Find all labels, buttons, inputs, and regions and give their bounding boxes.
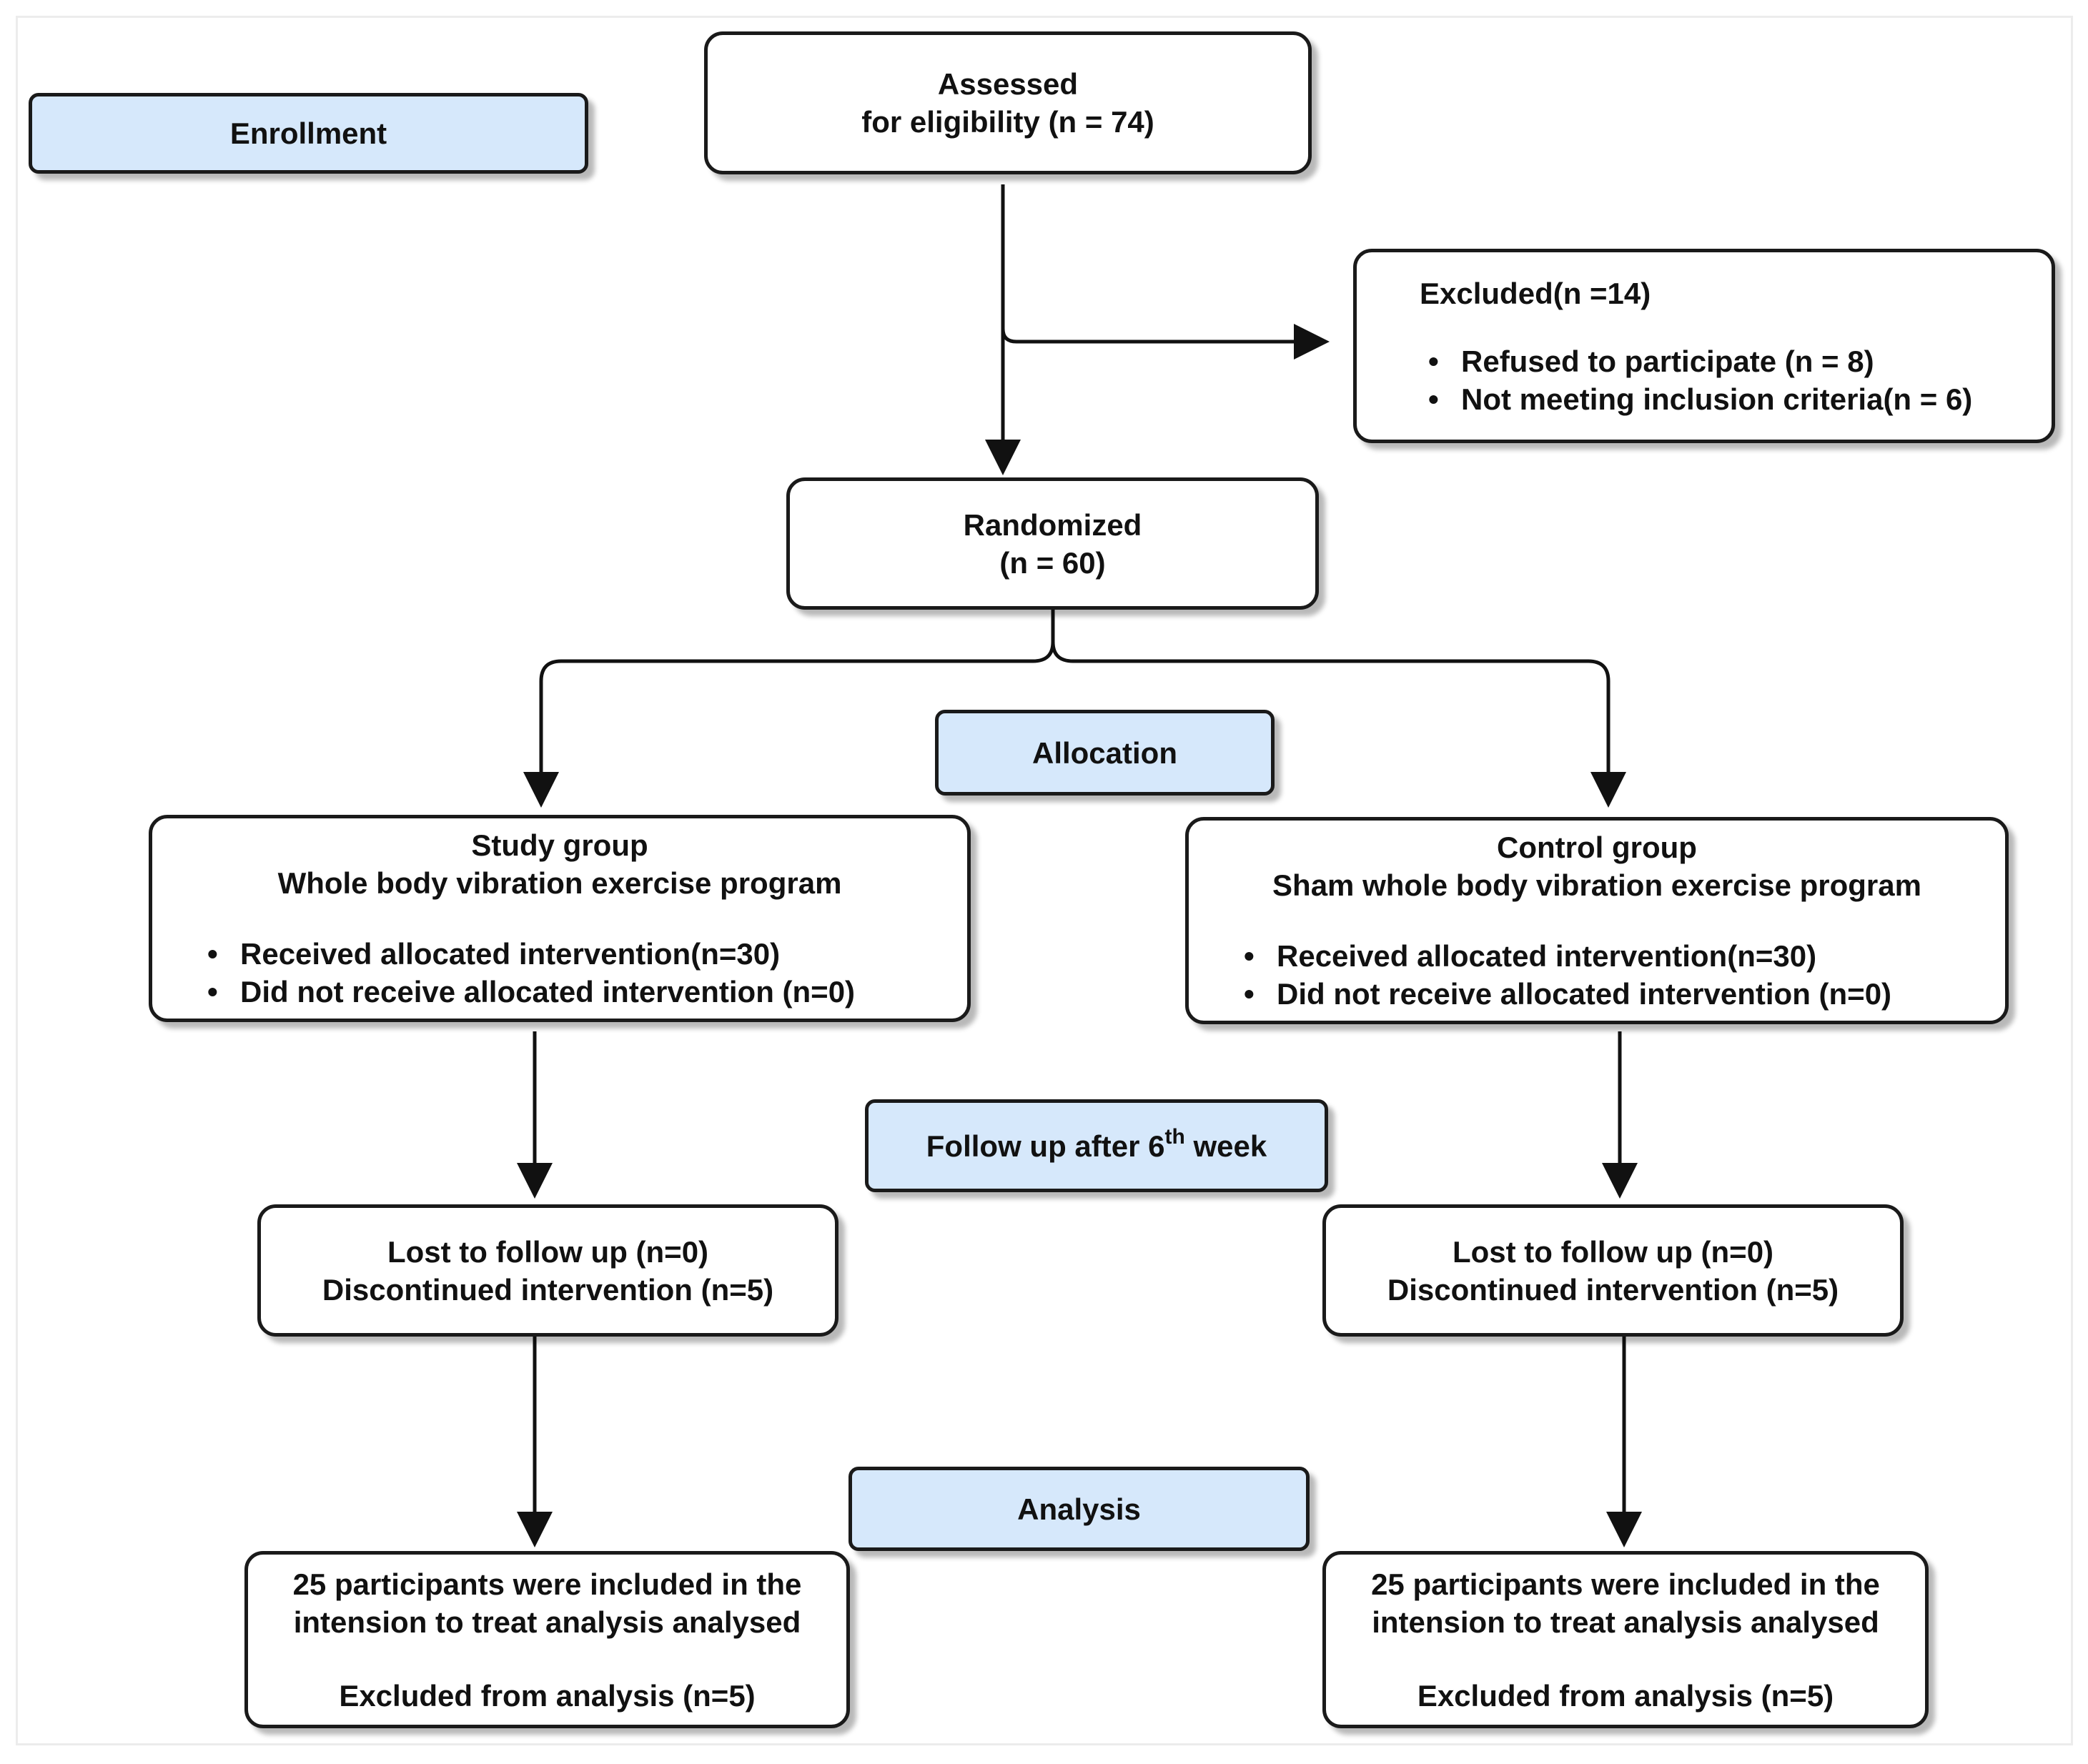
included-in-analysis: 25 participants were included in the xyxy=(292,1567,802,1601)
assessed-count: for eligibility (n = 74) xyxy=(861,105,1154,139)
randomized-stem xyxy=(523,609,1055,808)
assessed-box: Assessed for eligibility (n = 74) xyxy=(704,31,1312,174)
study-group-item: Received allocated intervention(n=30) xyxy=(199,935,855,973)
stage-label: Analysis xyxy=(1017,1492,1141,1526)
stage-label: Follow up after 6th week xyxy=(926,1124,1267,1165)
assessed-title: Assessed xyxy=(937,67,1079,101)
stage-allocation: Allocation xyxy=(935,710,1275,796)
excluded-box: Excluded(n =14) Refused to participate (… xyxy=(1353,249,2055,443)
stage-follow-up: Follow up after 6th week xyxy=(865,1099,1328,1192)
randomized-title: Randomized xyxy=(963,507,1142,542)
stage-label-prefix: Follow up after 6 xyxy=(926,1129,1165,1163)
control-followup-box: Lost to follow up (n=0) Discontinued int… xyxy=(1322,1204,1904,1337)
study-group-box: Study group Whole body vibration exercis… xyxy=(149,815,971,1022)
included-in-analysis-cont: intension to treat analysis analysed xyxy=(1372,1605,1879,1639)
randomized-box: Randomized (n = 60) xyxy=(786,477,1319,610)
lost-to-follow-up: Lost to follow up (n=0) xyxy=(387,1234,709,1269)
figure-frame xyxy=(16,16,2073,1745)
lost-to-follow-up: Lost to follow up (n=0) xyxy=(1452,1234,1774,1269)
study-group-title: Study group xyxy=(471,828,648,862)
randomized-count: (n = 60) xyxy=(999,545,1106,580)
control-group-box: Control group Sham whole body vibration … xyxy=(1185,817,2009,1024)
stage-label-suffix: week xyxy=(1184,1129,1267,1163)
discontinued-intervention: Discontinued intervention (n=5) xyxy=(322,1272,774,1307)
stage-enrollment: Enrollment xyxy=(29,93,588,174)
study-followup-box: Lost to follow up (n=0) Discontinued int… xyxy=(257,1204,838,1337)
study-group-subtitle: Whole body vibration exercise program xyxy=(277,866,842,900)
stage-label: Enrollment xyxy=(229,117,387,150)
excluded-from-analysis: Excluded from analysis (n=5) xyxy=(339,1678,756,1713)
excluded-item: Refused to participate (n = 8) xyxy=(1420,342,1972,380)
arrow-randomized-to-control xyxy=(1051,641,1626,808)
discontinued-intervention: Discontinued intervention (n=5) xyxy=(1387,1272,1839,1307)
included-in-analysis-cont: intension to treat analysis analysed xyxy=(293,1605,801,1639)
stage-analysis: Analysis xyxy=(848,1467,1310,1551)
control-group-list: Received allocated intervention(n=30) Di… xyxy=(1235,937,1891,1013)
stage-label: Allocation xyxy=(1031,735,1177,770)
control-analysis-box: 25 participants were included in the int… xyxy=(1322,1551,1929,1728)
excluded-title: Excluded(n =14) xyxy=(1420,276,1651,310)
control-group-item: Did not receive allocated intervention (… xyxy=(1235,975,1891,1013)
study-group-list: Received allocated intervention(n=30) Di… xyxy=(199,935,855,1011)
excluded-from-analysis: Excluded from analysis (n=5) xyxy=(1417,1678,1834,1713)
control-group-item: Received allocated intervention(n=30) xyxy=(1235,937,1891,975)
included-in-analysis: 25 participants were included in the xyxy=(1371,1567,1880,1601)
stage-label-superscript: th xyxy=(1164,1124,1185,1149)
study-analysis-box: 25 participants were included in the int… xyxy=(244,1551,850,1728)
arrow-to-excluded xyxy=(1001,324,1330,360)
excluded-item: Not meeting inclusion criteria(n = 6) xyxy=(1420,380,1972,418)
control-group-subtitle: Sham whole body vibration exercise progr… xyxy=(1272,868,1921,902)
excluded-list: Refused to participate (n = 8) Not meeti… xyxy=(1420,342,1972,418)
control-group-title: Control group xyxy=(1497,831,1697,864)
study-group-item: Did not receive allocated intervention (… xyxy=(199,973,855,1011)
